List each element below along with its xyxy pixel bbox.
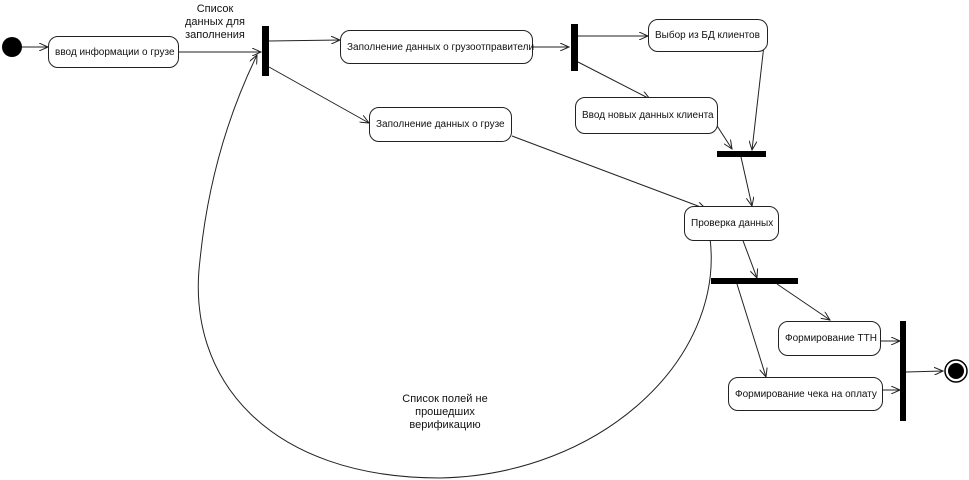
fork-bar-2 (571, 24, 578, 71)
edge-verification-loop (197, 55, 712, 479)
action-cargo-input-label: ввод информации о грузе (55, 46, 175, 58)
action-new-client-label: Ввод новых данных клиента (582, 110, 714, 121)
note-failed-verification: Список полей не прошедших верификацию (385, 393, 505, 432)
join-bar-clients (717, 151, 766, 157)
note-fill-list-line-2: данных для (185, 16, 245, 28)
edge-fork3-to-ttn (776, 283, 830, 320)
edge-join-to-final (905, 371, 943, 372)
note-fill-list-line-1: Список (196, 3, 234, 15)
action-receipt: Формирование чека на оплату (728, 377, 883, 411)
action-shipper-fill-label: Заполнение данных о грузоотправители (347, 41, 535, 53)
note-failed-line-3: верификацию (409, 419, 481, 431)
edge-fork1-to-cargo (268, 66, 369, 123)
fork-bar-3 (711, 278, 798, 284)
edge-check-to-fork3 (741, 237, 757, 278)
action-receipt-label: Формирование чека на оплату (735, 388, 877, 400)
join-bar-final (900, 321, 906, 421)
edge-fork2-to-new-client (577, 61, 650, 99)
note-fill-list: Список данных для заполнения (180, 3, 250, 42)
final-node-inner (948, 363, 964, 379)
action-ttn-label: Формирование ТТН (785, 333, 877, 344)
edge-db-to-join (752, 44, 765, 150)
edge-join-to-check (740, 156, 752, 206)
initial-node (2, 37, 22, 57)
action-db-select-label: Выбор из БД клиентов (655, 30, 760, 41)
note-failed-line-1: Список полей не (402, 393, 488, 405)
edge-cargo-to-check (511, 135, 706, 209)
action-new-client: Ввод новых данных клиента (575, 97, 718, 134)
fork-bar-1 (262, 26, 269, 76)
action-shipper-fill: Заполнение данных о грузоотправители (340, 30, 535, 64)
action-cargo-fill-label: Заполнение данных о грузе (376, 119, 505, 130)
action-check: Проверка данных (684, 206, 779, 241)
note-fill-list-line-3: заполнения (185, 29, 245, 41)
action-check-label: Проверка данных (691, 218, 774, 229)
action-cargo-input: ввод информации о грузе (48, 36, 179, 68)
edge-fork3-to-receipt (736, 283, 766, 377)
action-ttn: Формирование ТТН (778, 321, 881, 356)
action-cargo-fill: Заполнение данных о грузе (369, 107, 512, 142)
edge-fork1-to-shipper (268, 40, 340, 41)
note-failed-line-2: прошедших (415, 406, 475, 418)
action-db-select: Выбор из БД клиентов (648, 19, 768, 52)
